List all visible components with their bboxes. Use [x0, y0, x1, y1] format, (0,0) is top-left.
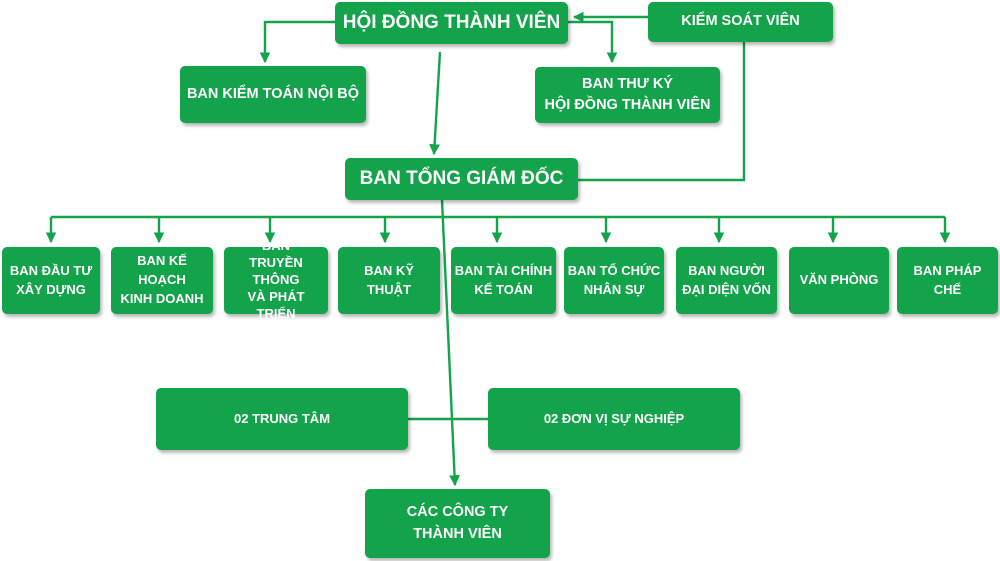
- hoi-dong-thanh-vien-box: HỘI ĐỒNG THÀNH VIÊN: [335, 2, 568, 44]
- don-vi-su-nghiep-box: 02 ĐƠN VỊ SỰ NGHIỆP: [488, 388, 740, 450]
- department-truyen-thong-phat-trien: BAN TRUYỀN THÔNG VÀ PHÁT TRIỂN: [224, 238, 328, 321]
- ban-thu-ky-box: BAN THƯ KÝ HỘI ĐỒNG THÀNH VIÊN: [535, 67, 720, 123]
- connector-hoidong-tgd: [429, 51, 442, 156]
- connector-hoidong-kiemtoan: [259, 20, 335, 64]
- department-ky-thuat: BAN KỸ THUẬT: [338, 247, 440, 314]
- cac-cong-ty-thanh-vien-box: CÁC CÔNG TY THÀNH VIÊN: [365, 489, 550, 558]
- department-van-phong: VĂN PHÒNG: [789, 247, 889, 314]
- department-nguoi-dai-dien-von: BAN NGƯỜI ĐẠI DIỆN VỐN: [676, 247, 777, 314]
- department-tai-chinh-ke-toan: BAN TÀI CHÍNH KẾ TOÁN: [451, 247, 556, 314]
- trung-tam-box: 02 TRUNG TÂM: [156, 388, 408, 450]
- ban-tong-giam-doc-box: BAN TỔNG GIÁM ĐỐC: [345, 158, 578, 200]
- ban-kiem-toan-noi-bo-box: BAN KIỂM TOÁN NỘI BỘ: [180, 66, 366, 123]
- connector-kiemsoat-tgd: [578, 42, 746, 182]
- connector-hoidong-thuky: [568, 20, 618, 64]
- kiem-soat-vien-box: KIỂM SOÁT VIÊN: [648, 2, 833, 42]
- department-dau-tu-xay-dung: BAN ĐẦU TƯ XÂY DỰNG: [2, 247, 100, 314]
- connector-tgd-congty: [440, 199, 460, 487]
- department-ke-hoach-kinh-doanh: BAN KẾ HOẠCH KINH DOANH: [111, 247, 213, 314]
- department-phap-che: BAN PHÁP CHẾ: [897, 247, 998, 314]
- department-to-chuc-nhan-su: BAN TỔ CHỨC NHÂN SỰ: [564, 247, 664, 314]
